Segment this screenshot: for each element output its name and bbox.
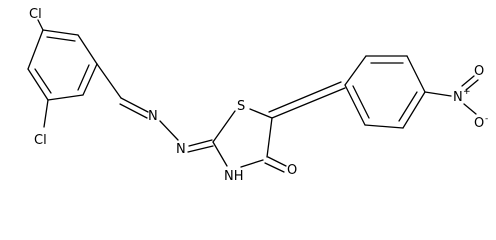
aromatic-bond [398,91,418,122]
bond-cl-bottom [43,99,49,128]
dichlorophenyl-ring [27,29,98,101]
thiazolidinone-ring [212,108,273,168]
s-ring-label: S [237,99,245,114]
bond-ch-n-double [119,103,148,119]
bond [77,34,98,65]
bond-n-o-double [461,75,475,87]
bond [82,63,98,96]
structure-diagram: Cl Cl N N S NH O N + O [27,7,488,184]
bond [266,117,273,158]
bond [212,110,236,143]
bond-n-n [159,120,179,141]
aromatic-bond [352,85,370,119]
bond [27,29,44,70]
o-nitro-bottom-label: O [474,116,484,131]
bond-exocyclic-double [268,81,342,113]
n-nitro-charge: + [463,87,471,97]
aromatic-bond [34,68,52,94]
bond [249,108,273,119]
bond-n-c-double [188,139,213,147]
bond [240,159,264,168]
o-nitro-charge: - [485,114,488,124]
bond-n-o-single [463,103,477,115]
n-nitro-label: N [453,90,463,105]
nh-ring-label: NH [224,169,244,184]
bond-exocyclic-double [271,87,346,119]
n-imine-1-label: N [148,109,158,124]
n-imine-2-label: N [176,142,186,157]
bond-c-o-double [267,156,287,167]
bond-ch-n-double [120,97,149,113]
bond-c-n-nitro [424,91,452,97]
o-carbonyl-label: O [287,163,297,178]
bond-cl-top [37,19,44,31]
cl-bottom-label: Cl [34,133,47,148]
o-nitro-top-label: O [474,64,484,79]
aromatic-bond [46,36,76,42]
bond [96,63,122,99]
bond [406,55,426,93]
bond [364,124,404,129]
bond-c-o-double [264,162,285,173]
bond [212,141,228,167]
bond [402,91,426,129]
bond [42,29,79,36]
bond [344,84,366,126]
bond [344,55,367,86]
bond [27,68,49,101]
bond-n-c-double [187,145,214,153]
nitrophenyl-ring [344,55,426,129]
cl-top-label: Cl [29,7,42,22]
bond [47,94,84,101]
bond-n-o-double [465,79,479,91]
aromatic-bond [77,64,90,91]
